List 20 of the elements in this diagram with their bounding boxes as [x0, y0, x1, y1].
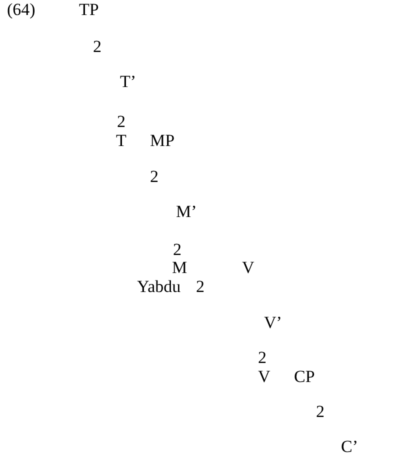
- branch-mark: 2: [196, 277, 204, 297]
- tree-node-label: MP: [150, 131, 175, 151]
- branch-mark: 2: [173, 240, 182, 260]
- example-number: (64): [7, 0, 36, 20]
- branch-mark: 2: [150, 167, 158, 187]
- tree-node-label: TP: [79, 0, 99, 20]
- branch-mark: 2: [316, 402, 324, 422]
- tree-node-label: T’: [120, 72, 136, 92]
- branch-mark: 2: [93, 37, 102, 57]
- tree-node-label: V: [258, 367, 270, 387]
- tree-node-label: M’: [176, 202, 197, 222]
- tree-node-label: V’: [264, 313, 282, 333]
- tree-node-label: T: [116, 131, 126, 151]
- tree-node-label: CP: [294, 367, 315, 387]
- branch-mark: 2: [117, 112, 126, 132]
- branch-mark: 2: [258, 348, 266, 368]
- tree-node-label: V: [242, 258, 254, 278]
- tree-node-label: C’: [341, 437, 358, 457]
- word-label: Yabdu: [137, 277, 181, 297]
- tree-node-label: M: [172, 258, 188, 278]
